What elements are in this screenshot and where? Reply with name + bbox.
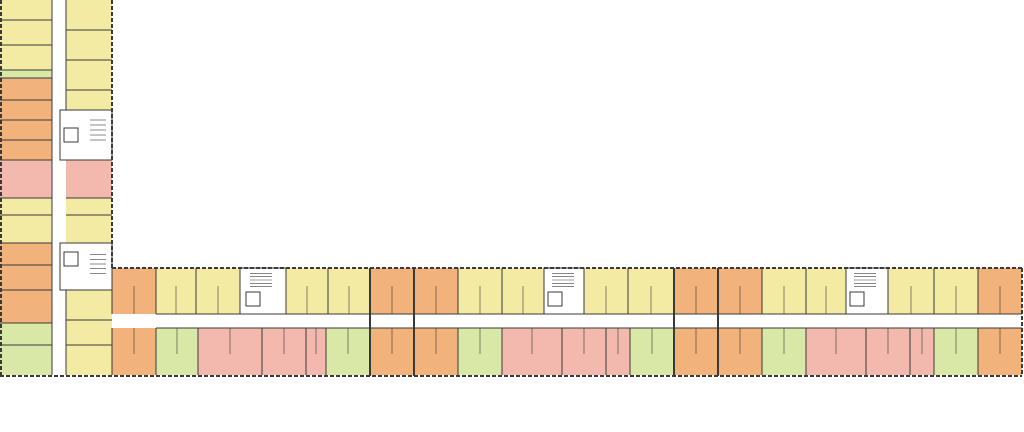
apartment-unit (0, 70, 52, 78)
core-south (543, 267, 585, 315)
core-south (845, 267, 889, 315)
apartment-unit (66, 290, 112, 375)
apartment-unit (0, 243, 52, 323)
apartment-unit (0, 198, 52, 243)
elevator-shaft (245, 291, 261, 307)
elevator-shaft (63, 127, 79, 143)
corridor (112, 314, 1022, 328)
stair-elevator-cores (59, 109, 889, 315)
apartment-unit (66, 198, 112, 243)
walls (0, 0, 1023, 377)
apartment-unit (0, 78, 52, 160)
apartment-unit (66, 0, 112, 110)
corridor (52, 0, 66, 375)
corridors (52, 0, 1022, 375)
apartment-unit (0, 323, 52, 375)
elevator-shaft (547, 291, 563, 307)
core-south (239, 267, 287, 315)
elevator-shaft (849, 291, 865, 307)
elevator-shaft (63, 251, 79, 267)
apartment-unit (0, 0, 52, 70)
